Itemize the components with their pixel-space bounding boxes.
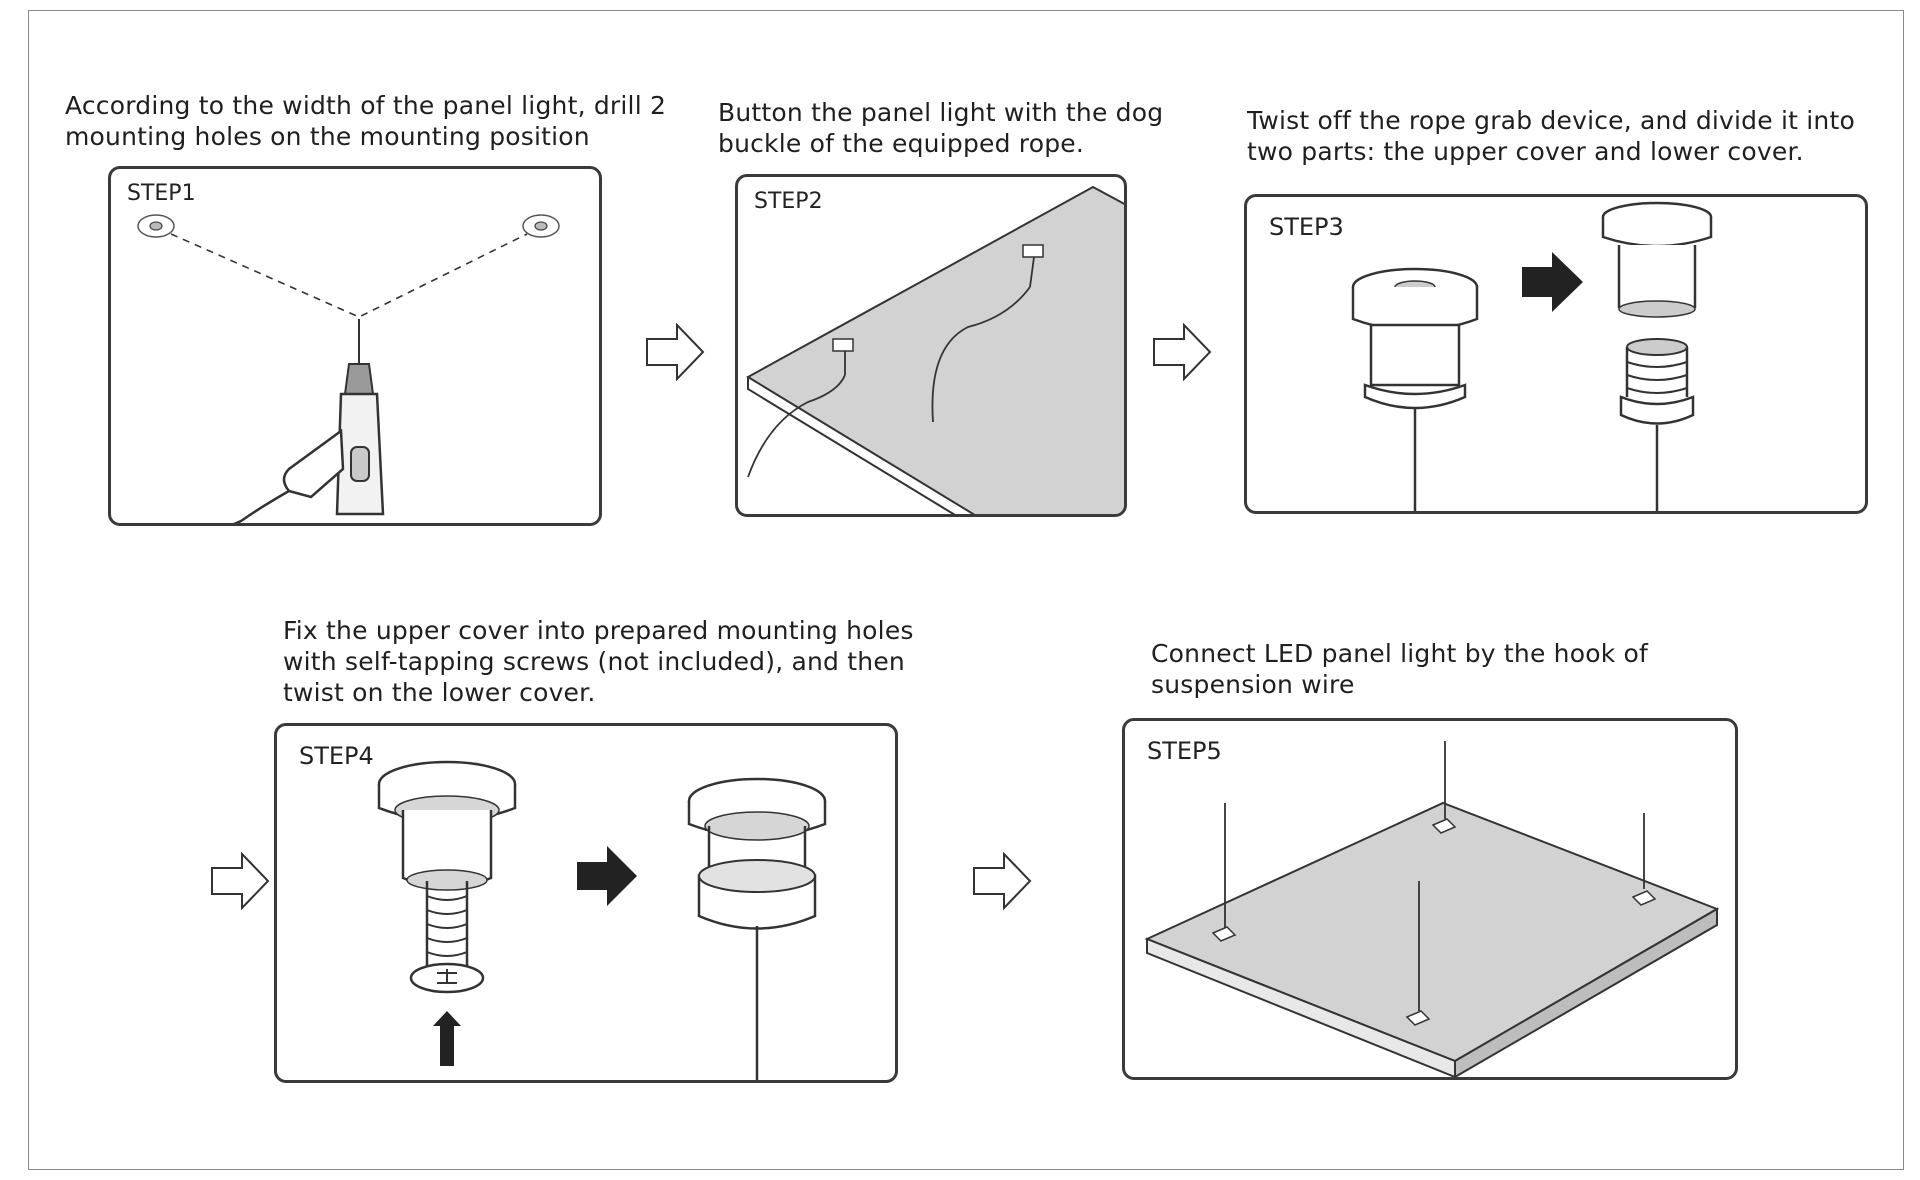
step5-caption: Connect LED panel light by the hook of s… — [1151, 639, 1649, 699]
hook-icon — [1431, 741, 1457, 834]
step2-illustration — [746, 185, 1124, 514]
step5-label: STEP5 — [1147, 737, 1222, 765]
power-drill-icon — [232, 319, 385, 523]
outline-right-arrow-icon — [972, 852, 1034, 910]
step1-label: STEP1 — [127, 181, 196, 206]
step2-caption: Button the panel light with the dog buck… — [718, 98, 1164, 158]
mounting-hole-icon — [137, 214, 175, 238]
step2-panel: STEP2 — [735, 174, 1127, 517]
dog-buckle-icon — [1022, 244, 1044, 288]
step1-caption: According to the width of the panel ligh… — [65, 91, 667, 151]
lower-cover-icon — [1619, 338, 1695, 511]
dog-buckle-icon — [832, 338, 854, 375]
hook-icon — [1405, 881, 1431, 1026]
step5-illustration — [1144, 741, 1720, 1077]
upper-cover-icon — [377, 760, 517, 891]
step3-caption: Twist off the rope grab device, and divi… — [1247, 106, 1855, 166]
outline-right-arrow-icon — [210, 852, 272, 910]
step1-panel: STEP1 — [108, 166, 602, 526]
solid-up-arrow-icon — [433, 1011, 461, 1066]
step3-label: STEP3 — [1269, 213, 1344, 241]
assembled-device-icon — [687, 777, 827, 1080]
solid-right-arrow-icon — [1522, 252, 1583, 312]
step4-panel: STEP4 — [274, 723, 898, 1083]
step3-panel: STEP3 — [1244, 194, 1868, 514]
step1-illustration — [137, 214, 560, 523]
outline-right-arrow-icon — [645, 323, 707, 381]
step5-panel: STEP5 — [1122, 718, 1738, 1080]
step2-label: STEP2 — [754, 189, 823, 214]
hook-icon — [1631, 813, 1657, 906]
hook-icon — [1211, 803, 1237, 942]
step4-caption: Fix the upper cover into prepared mounti… — [283, 616, 914, 707]
screw-icon — [409, 881, 485, 994]
rope-grab-device-icon — [1351, 267, 1479, 511]
mounting-hole-icon — [522, 214, 560, 238]
step4-label: STEP4 — [299, 742, 374, 770]
upper-cover-icon — [1601, 201, 1713, 318]
outline-right-arrow-icon — [1152, 323, 1214, 381]
outer-frame — [28, 10, 1904, 1170]
solid-right-arrow-icon — [577, 846, 637, 906]
step3-illustration — [1351, 201, 1713, 511]
step4-illustration — [377, 760, 827, 1080]
